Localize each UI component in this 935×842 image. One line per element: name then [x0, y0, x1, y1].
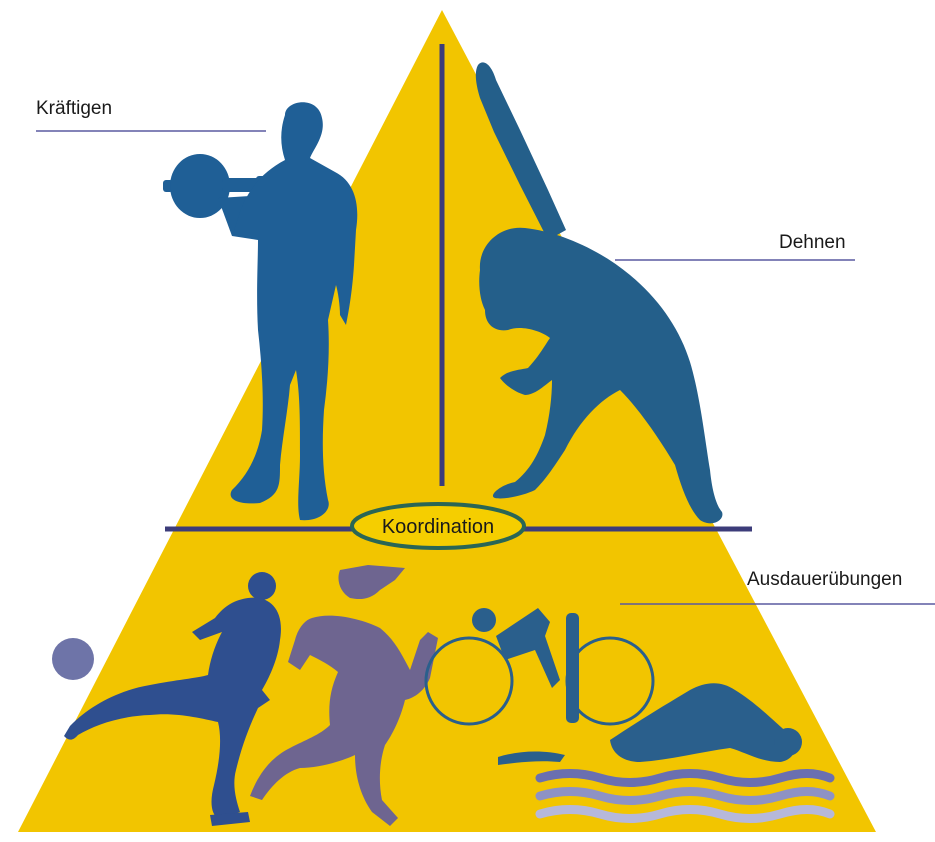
soccer-ball-icon — [52, 638, 94, 680]
endurance-label: Ausdauerübungen — [747, 569, 902, 590]
coordination-label: Koordination — [382, 516, 494, 538]
stretching-label: Dehnen — [779, 232, 846, 253]
strength-label: Kräftigen — [36, 98, 112, 119]
